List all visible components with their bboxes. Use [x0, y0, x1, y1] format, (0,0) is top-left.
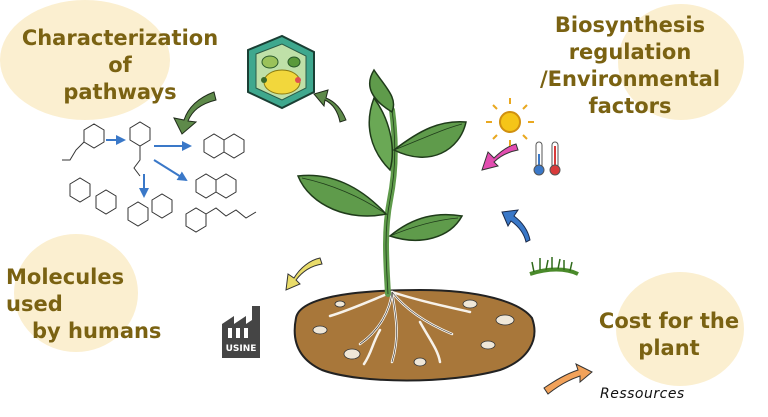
leaf-right — [388, 213, 464, 241]
plant-cell-icon — [247, 34, 315, 110]
label-biosynthesis-regulation: Biosynthesis regulation /Environmental f… — [504, 12, 756, 120]
blob-molecules — [14, 234, 138, 352]
blob-pathways — [0, 0, 170, 120]
label-cost-line2: plant — [638, 336, 700, 360]
leaf-upper-left — [368, 96, 393, 172]
leaf-top — [369, 68, 395, 114]
arrow-plant-to-cell — [313, 89, 347, 123]
molecule-ring-5 — [69, 177, 91, 203]
label-characterization-of-pathways: Characterization of pathways — [14, 25, 226, 106]
chemical-structures — [62, 121, 257, 233]
label-biosynthesis-line2: /Environmental factors — [539, 67, 721, 118]
plant-leaf-veins — [301, 123, 463, 237]
label-molecules-used-by-humans: Molecules used by humans — [6, 264, 172, 345]
molecule-ring-4 — [195, 173, 217, 199]
molecule-ring-1 — [83, 123, 105, 149]
grass-icon — [529, 257, 579, 276]
arrow-environment — [481, 143, 519, 171]
factory-icon — [222, 306, 260, 358]
arrow-ground-influence — [501, 209, 531, 243]
label-cost-line1: Cost for the — [598, 309, 740, 333]
label-pathways-line1: Characterization of — [21, 26, 219, 77]
label-pathways-line2: pathways — [63, 80, 177, 104]
molecule-ring-7 — [185, 207, 207, 233]
plant-roots-outline — [359, 291, 453, 363]
molecule-ring-2 — [129, 121, 151, 147]
molecule-ring-6 — [127, 201, 149, 227]
plant-leaves — [296, 68, 467, 241]
pathway-arrows — [106, 135, 192, 198]
label-cost-for-the-plant: Cost for the plant — [598, 308, 740, 362]
thermometer-icon — [533, 141, 561, 176]
label-molecules-line1: Molecules used — [6, 265, 125, 316]
sun-icon — [486, 98, 534, 146]
pathway-arrow-3 — [153, 159, 188, 182]
arrow-cell-to-pathways — [173, 91, 217, 135]
leaf-upper-right — [392, 121, 467, 158]
arrow-resources — [543, 363, 593, 395]
blob-biosynthesis — [618, 4, 744, 120]
label-molecules-line2: by humans — [32, 319, 162, 343]
molecule-ring-3 — [203, 133, 225, 159]
arrow-to-molecules — [285, 257, 323, 291]
plant-stem-outline — [385, 109, 396, 295]
leaf-left — [296, 174, 388, 217]
factory-label: USINE — [225, 344, 257, 354]
soil-mound — [293, 288, 536, 382]
blob-cost — [616, 272, 744, 386]
ressources-label: Ressources — [600, 386, 685, 402]
label-biosynthesis-line1: Biosynthesis regulation — [554, 13, 706, 64]
